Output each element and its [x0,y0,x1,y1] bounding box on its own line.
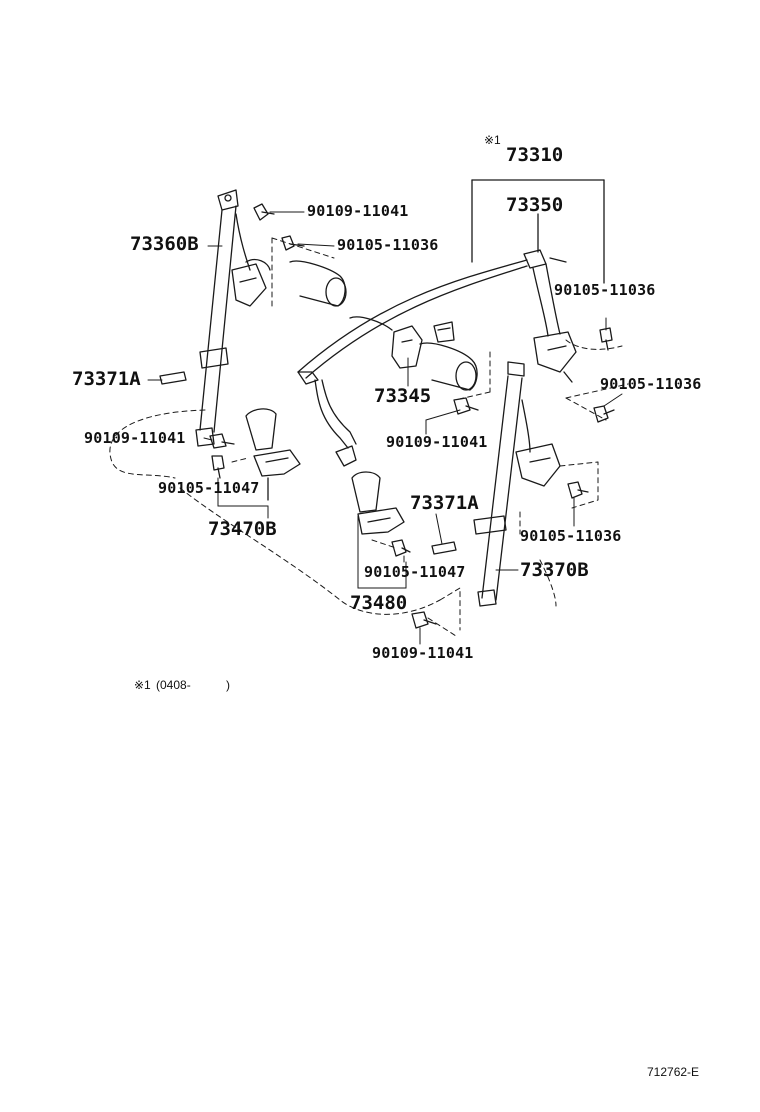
bolt-90109-11041-left-label[interactable]: 90109-11041 [84,429,186,447]
buckle-73345 [391,321,455,369]
bolt-90105-11036-right2-label[interactable]: 90105-11036 [600,375,702,393]
part-73350-label[interactable]: 73350 [506,194,564,216]
right-lower-belt [473,361,561,607]
buckle-73470b [245,408,301,501]
footnote-close: ) [226,678,230,692]
buckle-73480 [351,471,405,535]
bolt-90109-11041-top-label[interactable]: 90109-11041 [307,202,409,220]
part-73370b-label[interactable]: 73370B [520,559,589,581]
bolt-90105-11036-right1-label[interactable]: 90105-11036 [554,281,656,299]
footnote-marker: ※1 [134,678,151,692]
part-73480-label[interactable]: 73480 [350,592,408,614]
bolt-90105-11047-left-label[interactable]: 90105-11047 [158,479,260,497]
footnote-text: (0408- [156,678,191,692]
bolts [209,203,615,629]
bolt-90109-11041-bottom-label[interactable]: 90109-11041 [372,644,474,662]
part-73310-label[interactable]: 73310 [506,144,564,166]
part-73371a-mid-label[interactable]: 73371A [410,492,479,514]
figure-id: 712762-E [647,1065,700,1079]
part-73371a-left-label[interactable]: 73371A [72,368,141,390]
bolt-90105-11036-right3-label[interactable]: 90105-11036 [520,527,622,545]
bolt-90105-11047-bottom-label[interactable]: 90105-11047 [364,563,466,581]
leader-lines [147,211,623,645]
left-shoulder-belt [195,189,267,447]
note-marker-label: ※1 [484,133,501,147]
bolt-90105-11036-top-label[interactable]: 90105-11036 [337,236,439,254]
clips-73371a [159,371,457,555]
center-belt [297,259,528,467]
part-73360b-label[interactable]: 73360B [130,233,199,255]
part-73470b-label[interactable]: 73470B [208,518,277,540]
group-bracket-73310 [471,179,605,284]
seat-tubes [245,258,478,391]
part-73345-label[interactable]: 73345 [374,385,432,407]
bolt-90109-11041-center-label[interactable]: 90109-11041 [386,433,488,451]
seat-reference-outline [109,237,629,637]
right-shoulder-belt [523,249,577,383]
